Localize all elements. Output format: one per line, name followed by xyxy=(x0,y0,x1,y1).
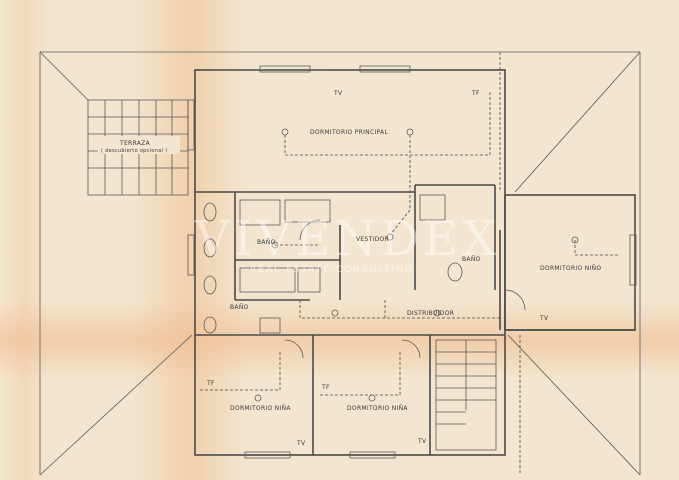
room-labels: TERRAZA ( descubierto opcional ) DORMITO… xyxy=(101,129,601,412)
bath-2-label: BAÑO xyxy=(230,304,249,311)
watermark-tagline: REAL ESTATE CONSULTING xyxy=(250,265,414,275)
tv-outlet-label: TV xyxy=(333,90,343,97)
electrical-circuits xyxy=(200,90,620,402)
terrace-label: TERRAZA xyxy=(119,140,151,147)
staircase xyxy=(435,339,497,451)
tf-outlet-label: TF xyxy=(471,90,480,97)
girl-bedroom-1-label: DORMITORIO NIÑA xyxy=(230,405,291,412)
terrace-grid xyxy=(87,99,189,196)
walls xyxy=(187,65,637,459)
boy-bedroom-label: DORMITORIO NIÑO xyxy=(540,265,601,272)
watermark-brand: VIVENDEX xyxy=(194,211,500,267)
fixtures xyxy=(203,194,526,451)
dressing-label: VESTIDOR xyxy=(356,236,389,243)
terrace-sublabel: ( descubierto opcional ) xyxy=(101,148,167,154)
watermark: VIVENDEX REAL ESTATE CONSULTING xyxy=(194,211,500,275)
outlet-symbols: TV TF TV TF TF TV TV xyxy=(206,90,549,447)
hall-label: DISTRIBUIDOR xyxy=(407,310,454,317)
tv-outlet-label: TV xyxy=(296,440,306,447)
bath-master-label: BAÑO xyxy=(257,239,276,246)
tf-outlet-label: TF xyxy=(321,384,330,391)
tf-outlet-label: TF xyxy=(206,380,215,387)
master-bedroom-label: DORMITORIO PRINCIPAL xyxy=(310,129,388,136)
bath-3-label: BAÑO xyxy=(462,256,481,263)
tv-outlet-label: TV xyxy=(539,315,549,322)
tv-outlet-label: TV xyxy=(417,438,427,445)
roof-outline xyxy=(39,51,641,476)
girl-bedroom-2-label: DORMITORIO NIÑA xyxy=(347,405,408,412)
